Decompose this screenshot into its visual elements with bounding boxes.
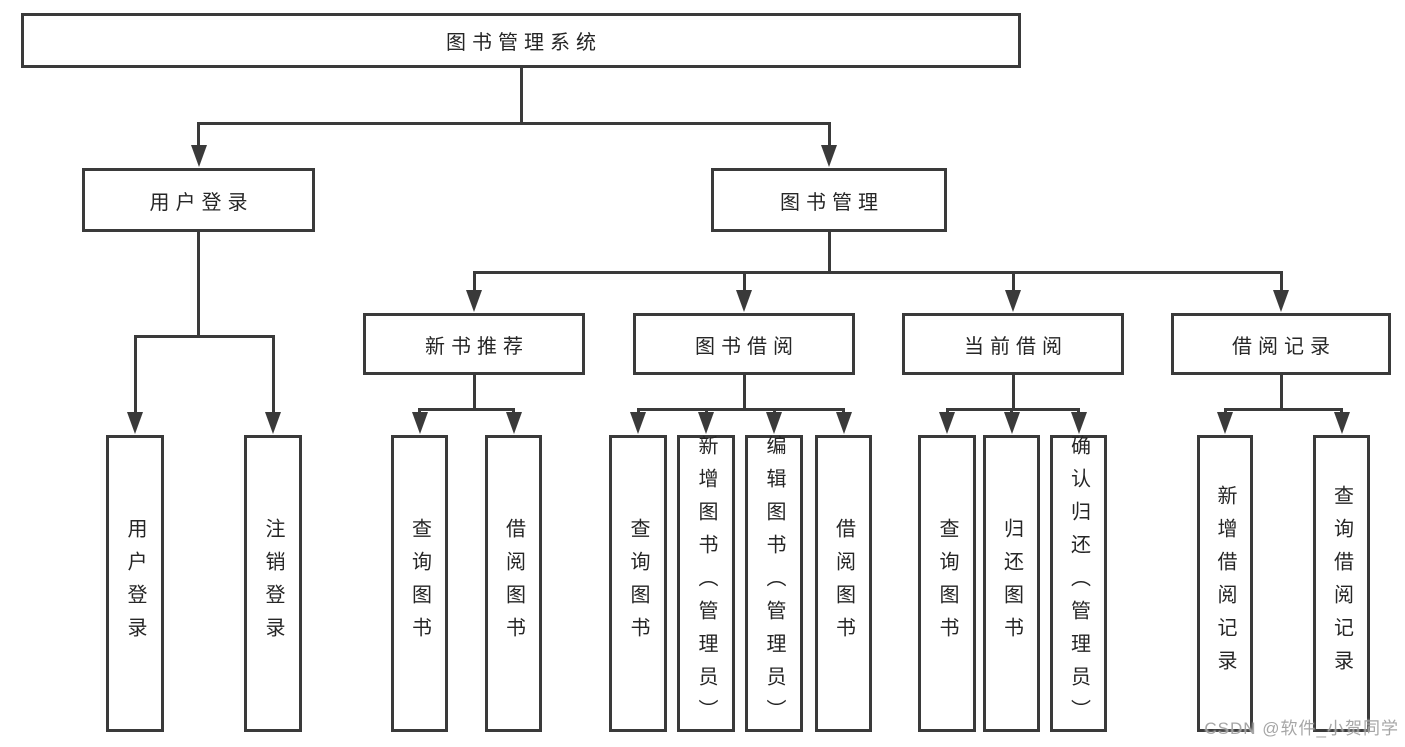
node-label: 借阅图书 [502, 517, 525, 650]
node-cb-confirm-return: 确认归还（管理员） [1050, 435, 1107, 732]
node-bb-borrow-book: 借阅图书 [815, 435, 872, 732]
connector-horizontal [133, 335, 275, 338]
arrowhead-down-icon [766, 412, 782, 434]
node-label: 借阅记录 [1232, 335, 1336, 358]
node-label: 借阅图书 [832, 517, 855, 650]
node-bb-edit-book: 编辑图书（管理员） [745, 435, 803, 732]
connector-stem [519, 68, 523, 125]
connector-horizontal [418, 408, 515, 411]
node-label: 归还图书 [1000, 517, 1023, 650]
node-rec-query-book: 查询图书 [391, 435, 448, 732]
arrowhead-down-icon [630, 412, 646, 434]
connector-drop [1223, 408, 1227, 415]
connector-drop [197, 122, 200, 148]
connector-drop [827, 122, 831, 148]
connector-horizontal [1223, 408, 1343, 411]
node-label: 新书推荐 [425, 335, 529, 358]
connector-stem [1011, 375, 1015, 411]
arrowhead-down-icon [1005, 290, 1021, 312]
node-label: 图书管理 [780, 191, 884, 214]
node-label: 注销登录 [262, 517, 284, 650]
connector-drop [772, 408, 776, 415]
node-label: 查询图书 [936, 517, 958, 650]
arrowhead-down-icon [821, 145, 837, 167]
connector-stem [827, 232, 831, 274]
connector-drop [1011, 271, 1015, 293]
node-label: 新增图书（管理员） [695, 435, 717, 732]
arrowhead-down-icon [505, 412, 522, 434]
node-label: 当前借阅 [964, 335, 1068, 358]
arrowhead-down-icon [411, 412, 428, 434]
node-label: 用户登录 [149, 191, 254, 214]
arrowhead-down-icon [939, 412, 955, 434]
arrowhead-down-icon [736, 290, 752, 312]
node-cb-return-book: 归还图书 [983, 435, 1040, 732]
arrowhead-down-icon [698, 412, 714, 434]
connector-drop [842, 408, 845, 415]
arrowhead-down-icon [127, 412, 143, 434]
connector-stem [1279, 375, 1283, 411]
connector-drop [1010, 408, 1013, 415]
connector-drop [271, 335, 275, 415]
node-label: 编辑图书（管理员） [763, 435, 785, 732]
arrowhead-down-icon [1273, 290, 1289, 312]
node-bb-add-book: 新增图书（管理员） [677, 435, 735, 732]
node-label: 图书借阅 [695, 335, 799, 358]
node-logout-op: 注销登录 [244, 435, 302, 732]
node-user-login-op: 用户登录 [106, 435, 164, 732]
arrowhead-down-icon [265, 412, 281, 434]
arrowhead-down-icon [466, 290, 482, 312]
connector-drop [418, 408, 421, 415]
arrowhead-down-icon [1003, 412, 1020, 434]
node-cb-query-book: 查询图书 [918, 435, 976, 732]
arrowhead-down-icon [1333, 412, 1350, 434]
node-bb-query-book: 查询图书 [609, 435, 667, 732]
node-label: 查询借阅记录 [1330, 484, 1353, 683]
connector-stem [472, 375, 476, 411]
arrowhead-down-icon [190, 145, 207, 167]
node-rec-borrow-book: 借阅图书 [485, 435, 542, 732]
connector-drop [133, 335, 137, 415]
node-borrow-record: 借阅记录 [1171, 313, 1391, 375]
node-book-mgmt: 图书管理 [711, 168, 947, 232]
node-user-login: 用户登录 [82, 168, 315, 232]
connector-horizontal [472, 271, 1283, 274]
arrowhead-down-icon [1217, 412, 1233, 434]
node-book-borrow: 图书借阅 [633, 313, 855, 375]
connector-drop [1340, 408, 1343, 415]
node-label: 新增借阅记录 [1214, 484, 1236, 683]
node-br-add-record: 新增借阅记录 [1197, 435, 1253, 732]
arrowhead-down-icon [1070, 412, 1087, 434]
node-root: 图书管理系统 [21, 13, 1021, 68]
connector-horizontal [636, 408, 845, 411]
connector-stem [742, 375, 746, 411]
connector-drop [742, 271, 746, 293]
connector-stem [197, 232, 200, 338]
connector-drop [945, 408, 949, 415]
connector-drop [1077, 408, 1080, 415]
node-label: 查询图书 [408, 517, 431, 650]
node-label: 查询图书 [627, 517, 649, 650]
watermark: CSDN @软件_小贺同学 [1204, 719, 1399, 738]
node-label: 图书管理系统 [446, 32, 602, 54]
connector-drop [512, 408, 515, 415]
node-label: 确认归还（管理员） [1067, 435, 1090, 732]
node-new-book-rec: 新书推荐 [363, 313, 585, 375]
node-label: 用户登录 [124, 517, 146, 650]
connector-drop [704, 408, 708, 415]
arrowhead-down-icon [835, 412, 852, 434]
node-current-borrow: 当前借阅 [902, 313, 1124, 375]
connector-drop [472, 271, 476, 293]
connector-drop [636, 408, 640, 415]
connector-drop [1279, 271, 1283, 293]
node-br-query-record: 查询借阅记录 [1313, 435, 1370, 732]
connector-horizontal [197, 122, 831, 125]
